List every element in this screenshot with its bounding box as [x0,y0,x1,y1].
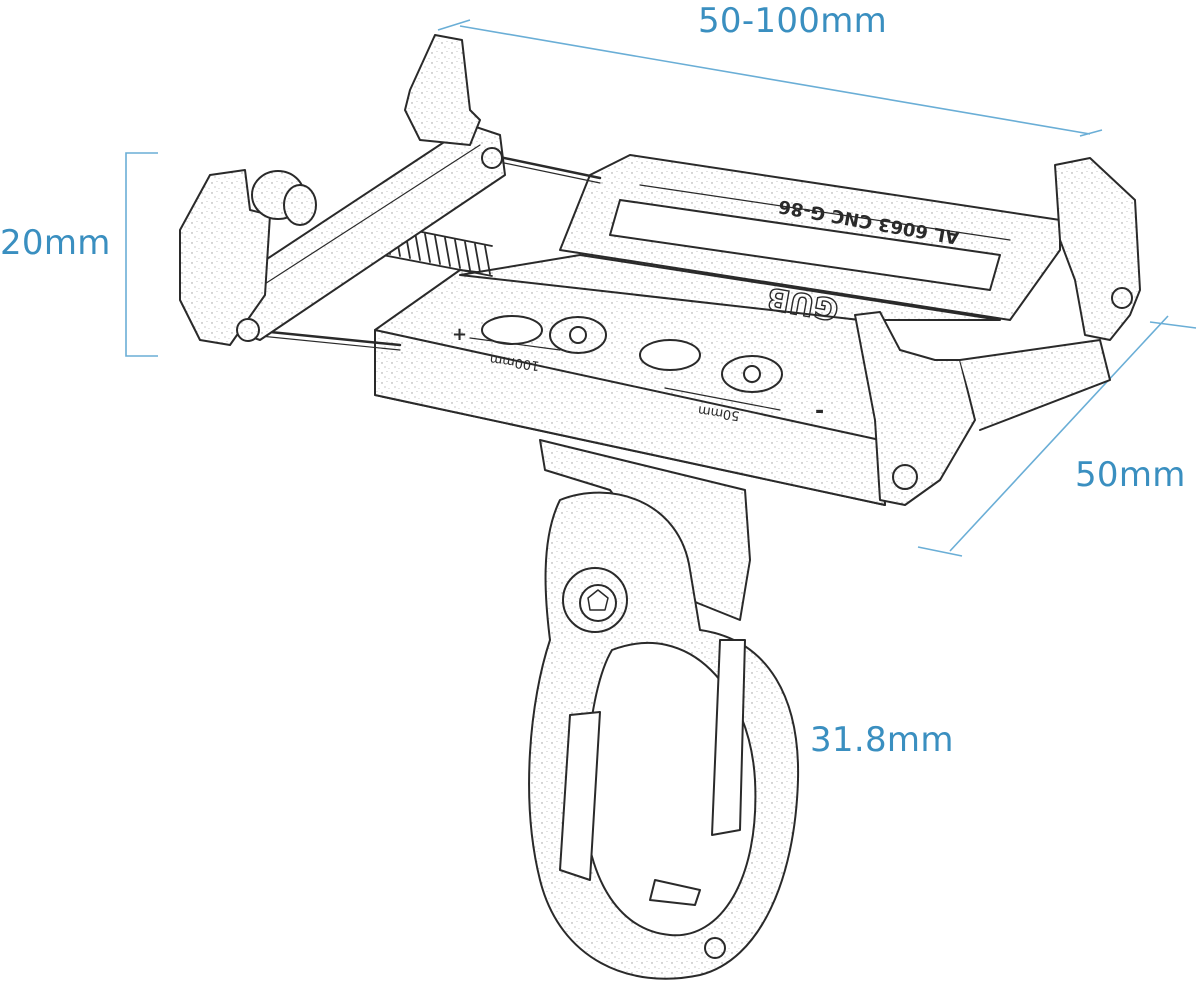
plus-engraving: + [452,324,467,345]
left-rear-jaw [404,34,481,146]
left-front-jaw [179,169,271,346]
depth-dimension-line [949,315,1169,552]
clamp-diameter-label: 31.8mm [810,720,954,760]
width-dimension-line [459,25,1091,135]
scale-min-engraving: 50mm [697,402,741,423]
sketch-body [179,34,1141,980]
dimension-lines [125,19,1197,821]
width-range-label: 50-100mm [698,1,888,41]
minus-engraving: - [815,399,824,424]
right-front-jaw [854,311,976,506]
scale-max-engraving: 100mm [489,351,541,373]
depth-label: 50mm [1075,455,1186,495]
height-dimension-bracket [125,152,158,357]
right-rear-jaw [1054,157,1141,341]
height-label: 20mm [0,223,111,263]
